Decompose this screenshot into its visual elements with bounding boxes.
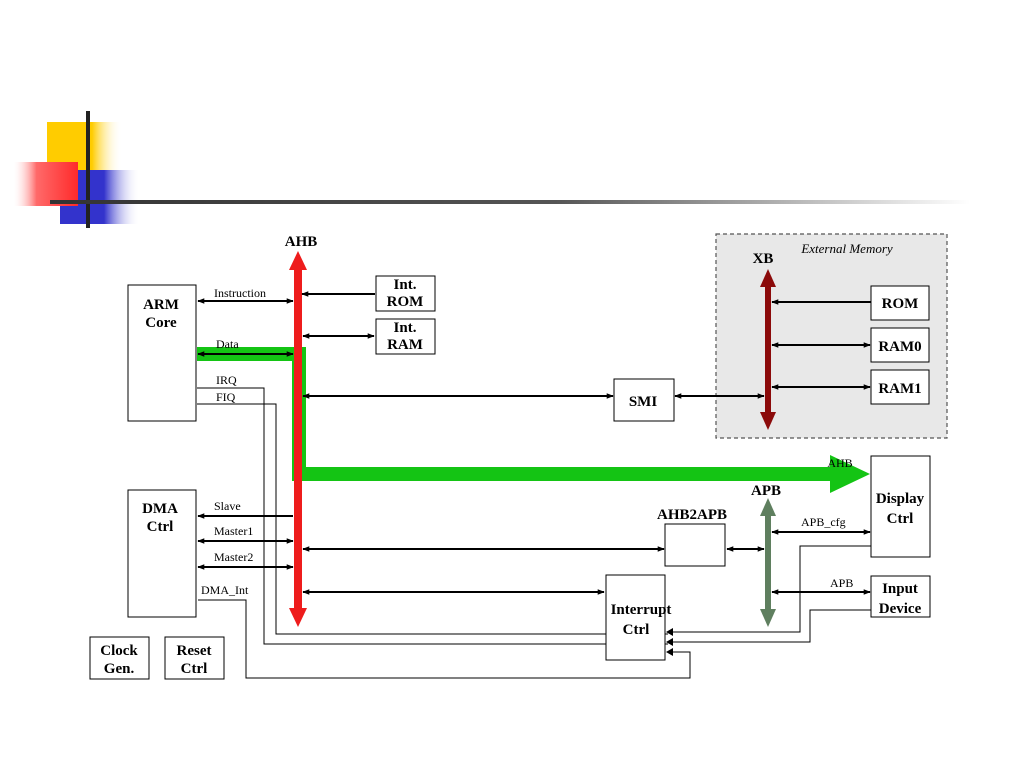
interrupt-ctrl-label-2: Ctrl [623, 622, 650, 638]
ahb-bus-label: AHB [285, 234, 318, 250]
apb-signal-label: APB [830, 576, 853, 590]
ahb-arrow-down-icon [289, 608, 307, 627]
int-rom-block [375, 275, 436, 312]
clock-gen-block [89, 636, 150, 680]
dma-int-signal-label: DMA_Int [201, 583, 249, 597]
clock-gen-label-1: Clock [100, 643, 138, 659]
reset-ctrl-label-2: Ctrl [181, 661, 208, 677]
ahb-arrow-up-icon [289, 251, 307, 270]
ahb2apb-block [664, 523, 726, 567]
xb-bus-label: XB [753, 251, 774, 267]
interrupt-ctrl-label-1: Interrupt [611, 602, 672, 618]
irq-signal-label: IRQ [216, 373, 237, 387]
dma-ctrl-label-1: DMA [142, 501, 178, 517]
instruction-signal-label: Instruction [214, 286, 266, 300]
display-ctrl-block [870, 455, 931, 558]
clock-gen-label-2: Gen. [104, 661, 135, 677]
xb-bus-bar [765, 284, 771, 414]
interrupt-ctrl-block [605, 574, 666, 661]
xb-arrow-down-icon [760, 412, 776, 430]
slave-signal-label: Slave [214, 499, 241, 513]
display-int-wire [668, 545, 871, 633]
rom-label: ROM [882, 296, 919, 312]
int-rom-label-1: Int. [394, 277, 417, 293]
arrowhead-icon [666, 648, 673, 656]
ram0-label: RAM0 [878, 339, 921, 355]
ahb-branch-label: AHB [827, 456, 852, 470]
data-path-arrow [197, 347, 870, 493]
deco-red-square [14, 162, 78, 206]
display-ctrl-label-2: Ctrl [887, 511, 914, 527]
ram1-block [870, 369, 930, 405]
deco-horizontal-rule [50, 200, 970, 204]
apb-arrow-down-icon [760, 609, 776, 627]
input-device-block [870, 575, 931, 618]
smi-label: SMI [629, 394, 658, 410]
external-memory-title: External Memory [800, 241, 893, 256]
blocks [89, 275, 931, 680]
interrupt-arrowheads [666, 628, 673, 656]
reset-ctrl-block [164, 636, 225, 680]
int-ram-label-2: RAM [387, 337, 423, 353]
arrowhead-icon [666, 638, 673, 646]
apb-bus-label: APB [751, 483, 781, 499]
dma-ctrl-block [127, 489, 197, 618]
display-ctrl-label-1: Display [876, 491, 925, 507]
int-ram-block [375, 318, 436, 355]
dma-ctrl-label-2: Ctrl [147, 519, 174, 535]
apb-arrow-up-icon [760, 498, 776, 516]
fiq-wire [197, 403, 668, 635]
rom-block [870, 285, 930, 321]
reset-ctrl-label-1: Reset [177, 643, 212, 659]
apb-bus-bar [765, 513, 771, 611]
ahb2apb-label: AHB2APB [657, 507, 727, 523]
dma-int-wire [198, 599, 691, 679]
int-rom-label-2: ROM [387, 294, 424, 310]
bus-connections [197, 291, 871, 595]
int-ram-label-1: Int. [394, 320, 417, 336]
master1-signal-label: Master1 [214, 524, 253, 538]
input-device-label-2: Device [879, 601, 922, 617]
data-signal-label: Data [216, 337, 239, 351]
master2-signal-label: Master2 [214, 550, 253, 564]
arm-core-label-1: ARM [143, 297, 179, 313]
deco-vertical-line [86, 111, 90, 228]
apb-cfg-signal-label: APB_cfg [801, 515, 846, 529]
xb-arrow-up-icon [760, 269, 776, 287]
arm-core-label-2: Core [145, 315, 177, 331]
ahb-bus [289, 251, 307, 627]
slide-decoration [14, 111, 970, 228]
input-device-label-1: Input [882, 581, 918, 597]
fiq-signal-label: FIQ [216, 390, 236, 404]
data-path [197, 347, 870, 493]
xb-bus [760, 269, 776, 430]
arm-core-block [127, 284, 197, 422]
arrowhead-icon [666, 628, 673, 636]
ram1-label: RAM1 [878, 381, 921, 397]
input-int-wire [668, 609, 871, 643]
apb-bus [760, 498, 776, 627]
smi-block [613, 378, 675, 422]
ram0-block [870, 327, 930, 363]
ahb-bus-bar [294, 268, 302, 610]
